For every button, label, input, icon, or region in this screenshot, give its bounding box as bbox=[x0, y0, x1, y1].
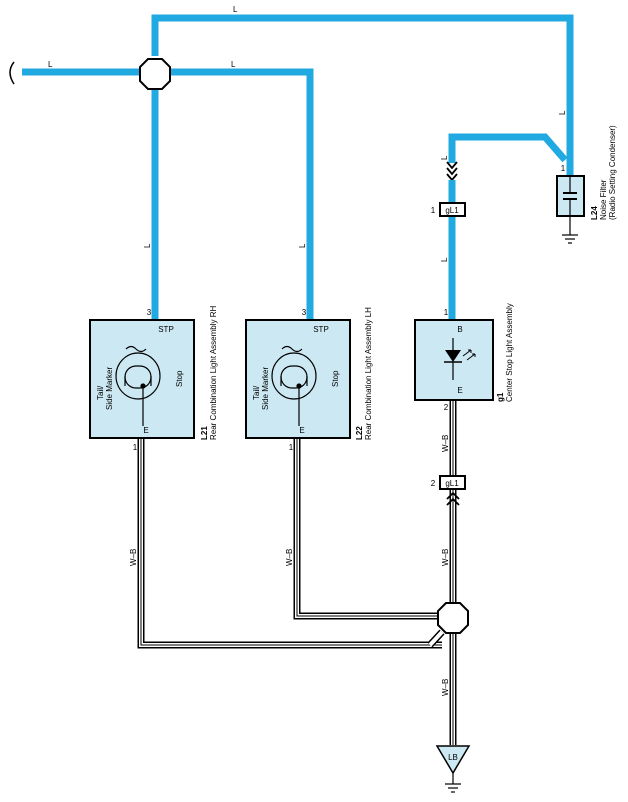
label-l-l21: L bbox=[143, 243, 152, 248]
l22-bulb-icon bbox=[271, 345, 317, 426]
l22-tail: Tail/ bbox=[252, 385, 261, 400]
component-l24: 1 L24 Noise Filter (Radio Setting Conden… bbox=[556, 125, 617, 244]
l24-sub: (Radio Setting Condenser) bbox=[608, 125, 617, 220]
label-wb-l22: W–B bbox=[285, 549, 294, 566]
gl1-top-pin: 1 bbox=[431, 206, 436, 215]
l22-stop: Stop bbox=[331, 370, 340, 387]
l22-e: E bbox=[299, 426, 304, 435]
wire-l-top bbox=[151, 14, 574, 175]
wb-wires bbox=[137, 400, 457, 745]
wire-l-to-g1 bbox=[448, 133, 568, 163]
ground-lb-label: LB bbox=[448, 753, 458, 762]
gl1-bottom-pin: 2 bbox=[431, 479, 436, 488]
capacitor-icon bbox=[563, 176, 577, 235]
l21-side-marker: Side Marker bbox=[105, 367, 114, 410]
l22-pin1: 1 bbox=[289, 443, 294, 452]
l21-name: Rear Combination Light Assembly RH bbox=[209, 305, 218, 440]
blue-wires bbox=[22, 14, 574, 320]
label-l-mid: L bbox=[231, 60, 236, 69]
l21-stp: STP bbox=[158, 325, 174, 334]
component-g1: 1 B E 2 g1 Center Stop Light Assembly bbox=[414, 303, 514, 412]
gl1-top-label: gL1 bbox=[445, 206, 459, 215]
l24-name: Noise Filter bbox=[599, 179, 608, 220]
g1-e: E bbox=[457, 386, 462, 395]
label-wb-mid: W–B bbox=[441, 549, 450, 566]
label-l-l24: L bbox=[558, 110, 567, 115]
g1-b: B bbox=[457, 325, 462, 334]
component-l21: 3 STP E 1 Tail/ Side Marker Stop L21 Rea… bbox=[89, 305, 218, 452]
l21-tail: Tail/ bbox=[96, 385, 105, 400]
connector-gl1-bottom: gL1 2 bbox=[431, 475, 466, 506]
label-l-top: L bbox=[233, 5, 238, 14]
l21-bulb-icon bbox=[115, 345, 161, 426]
l21-pin1: 1 bbox=[133, 443, 138, 452]
l24-pin1: 1 bbox=[561, 164, 566, 173]
l22-name: Rear Combination Light Assembly LH bbox=[364, 307, 373, 440]
l22-stp: STP bbox=[313, 325, 329, 334]
l24-id: L24 bbox=[590, 206, 599, 220]
l21-pin3: 3 bbox=[147, 308, 152, 317]
g1-led-icon bbox=[444, 338, 476, 380]
component-l22: 3 STP E 1 Tail/ Side Marker Stop L22 Rea… bbox=[245, 307, 373, 452]
wire-break-symbol bbox=[9, 61, 15, 85]
l22-pin3: 3 bbox=[302, 308, 307, 317]
l21-e: E bbox=[143, 426, 148, 435]
g1-name: Center Stop Light Assembly bbox=[505, 303, 514, 402]
junction-top bbox=[139, 58, 171, 90]
label-wb-g1: W–B bbox=[441, 435, 450, 452]
l21-stop: Stop bbox=[175, 370, 184, 387]
l24-ground-icon bbox=[562, 234, 578, 244]
l22-id: L22 bbox=[355, 426, 364, 440]
label-l-l22: L bbox=[298, 243, 307, 248]
wire-labels: L L L L L L L L W–B W–B W–B W–B W–B bbox=[48, 5, 567, 696]
g1-id: g1 bbox=[496, 392, 505, 402]
wire-l-to-l22 bbox=[170, 68, 314, 320]
gl1-bottom-label: gL1 bbox=[445, 479, 459, 488]
ground-lb: LB bbox=[435, 745, 471, 793]
l22-side-marker: Side Marker bbox=[261, 367, 270, 410]
label-l-g1-top: L bbox=[440, 155, 449, 160]
l21-id: L21 bbox=[200, 426, 209, 440]
junction-bottom bbox=[437, 602, 469, 634]
label-l-g1: L bbox=[440, 257, 449, 262]
ground-icon bbox=[445, 783, 461, 793]
label-l-left: L bbox=[48, 60, 53, 69]
label-wb-l21: W–B bbox=[129, 549, 138, 566]
g1-pin2: 2 bbox=[444, 403, 449, 412]
label-wb-ground: W–B bbox=[441, 679, 450, 696]
connector-gl1-top: gL1 1 bbox=[431, 161, 466, 217]
g1-pin1: 1 bbox=[444, 308, 449, 317]
